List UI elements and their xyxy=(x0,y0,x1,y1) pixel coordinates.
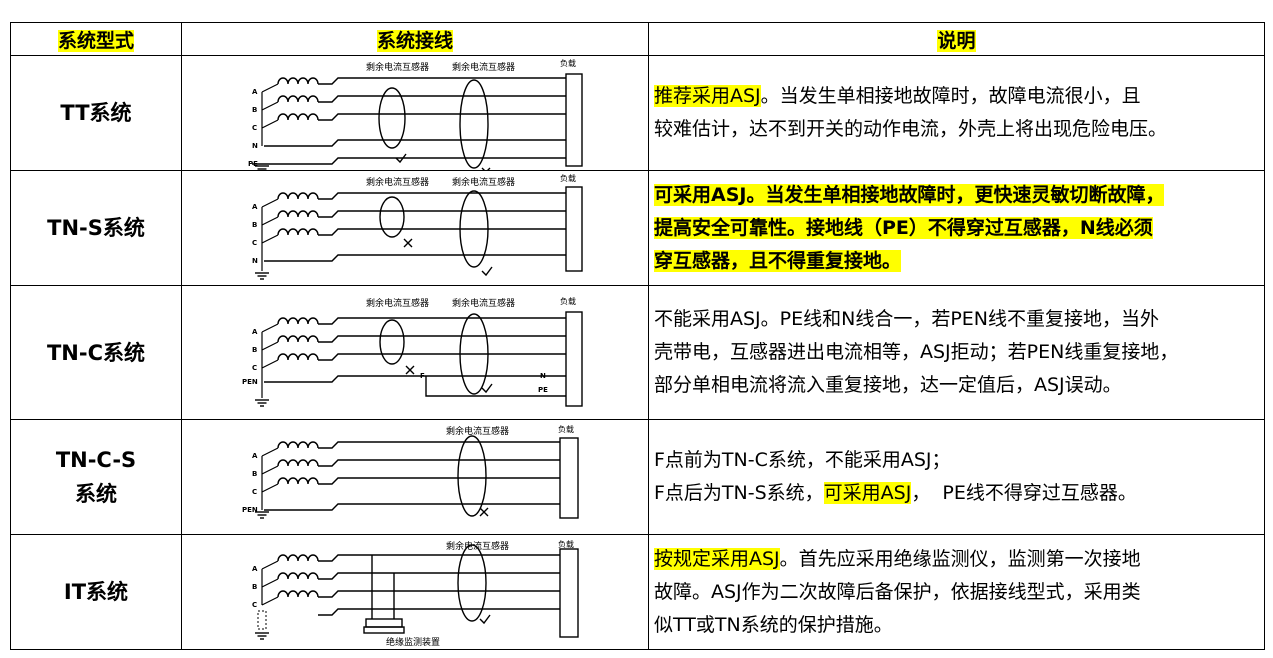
notes-line: 可采用ASJ。当发生单相接地故障时，更快速灵敏切断故障， xyxy=(654,183,1165,206)
svg-text:剩余电流互感器: 剩余电流互感器 xyxy=(452,297,515,309)
svg-text:C: C xyxy=(252,601,257,609)
svg-text:N: N xyxy=(252,257,258,265)
svg-text:A: A xyxy=(252,452,258,460)
svg-text:负载: 负载 xyxy=(560,173,576,183)
svg-text:B: B xyxy=(252,583,257,591)
svg-text:B: B xyxy=(252,221,257,229)
notes-line: 推荐采用ASJ。当发生单相接地故障时，故障电流很小，且 xyxy=(654,85,1141,107)
load-label: 负载 xyxy=(560,58,576,68)
svg-text:C: C xyxy=(252,239,257,247)
notes-it: 按规定采用ASJ。首先应采用绝缘监测仪，监测第一次接地 故障。ASJ作为二次故障… xyxy=(648,534,1265,650)
header-row: 系统型式 系统接线 说明 xyxy=(10,22,1265,56)
svg-text:剩余电流互感器: 剩余电流互感器 xyxy=(366,176,429,188)
notes-line: 按规定采用ASJ。首先应采用绝缘监测仪，监测第一次接地 xyxy=(654,547,1141,570)
system-name-tn-s: TN-S系统 xyxy=(10,170,182,286)
svg-text:B: B xyxy=(252,470,257,478)
notes-line: F点前为TN-C系统，不能采用ASJ； xyxy=(654,449,951,471)
table-row: TN-C-S 系统 剩余电流互感器 负载 A B C PEN xyxy=(10,419,1265,535)
wiring-diagram-it: 剩余电流互感器 负载 绝缘监测装置 A B C xyxy=(181,534,649,650)
rcd-label: 剩余电流互感器 xyxy=(366,61,429,73)
system-name-tn-c: TN-C系统 xyxy=(10,285,182,420)
svg-text:剩余电流互感器: 剩余电流互感器 xyxy=(446,540,509,552)
notes-line: 部分单相电流将流入重复接地，达一定值后，ASJ误动。 xyxy=(654,374,1122,396)
header-notes: 说明 xyxy=(648,22,1265,56)
table-row: IT系统 剩余电流互感器 负载 绝缘监测装置 A B C xyxy=(10,534,1265,650)
notes-line: 穿互感器，且不得重复接地。 xyxy=(654,249,902,272)
svg-text:C: C xyxy=(252,124,257,132)
notes-tn-c-s: F点前为TN-C系统，不能采用ASJ； F点后为TN-S系统，可采用ASJ， P… xyxy=(648,419,1265,535)
notes-tt: 推荐采用ASJ。当发生单相接地故障时，故障电流很小，且 较难估计，达不到开关的动… xyxy=(648,55,1265,171)
source-coils xyxy=(277,77,319,121)
notes-line: 提高安全可靠性。接地线（PE）不得穿过互感器，N线必须 xyxy=(654,216,1153,239)
svg-text:N: N xyxy=(252,142,258,150)
rcd-label: 剩余电流互感器 xyxy=(452,61,515,73)
notes-tn-c: 不能采用ASJ。PE线和N线合一，若PEN线不重复接地，当外 壳带电，互感器进出… xyxy=(648,285,1265,420)
svg-text:负载: 负载 xyxy=(558,539,574,549)
notes-line: 故障。ASJ作为二次故障后备保护，依据接线型式，采用类 xyxy=(654,580,1141,603)
wiring-diagram-tn-c-s: 剩余电流互感器 负载 A B C PEN xyxy=(181,419,649,535)
imd-label: 绝缘监测装置 xyxy=(386,636,440,648)
table-row: TN-S系统 剩余电流互感器 剩余电流互感器 负载 A B C N xyxy=(10,170,1265,286)
system-name-it: IT系统 xyxy=(10,534,182,650)
svg-text:B: B xyxy=(252,106,257,114)
notes-line: 壳带电，互感器进出电流相等，ASJ拒动；若PEN线重复接地， xyxy=(654,341,1179,363)
svg-text:A: A xyxy=(252,565,258,573)
notes-line: F点后为TN-S系统，可采用ASJ， PE线不得穿过互感器。 xyxy=(654,482,1137,504)
system-name-tn-c-s: TN-C-S 系统 xyxy=(10,419,182,535)
earthing-systems-table: 系统型式 系统接线 说明 TT系统 剩余电流互感器 剩余电流互感器 负载 A B … xyxy=(10,22,1265,650)
svg-text:剩余电流互感器: 剩余电流互感器 xyxy=(446,425,509,437)
notes-tn-s: 可采用ASJ。当发生单相接地故障时，更快速灵敏切断故障， 提高安全可靠性。接地线… xyxy=(648,170,1265,286)
notes-line: 似TT或TN系统的保护措施。 xyxy=(654,613,893,636)
svg-text:B: B xyxy=(252,346,257,354)
svg-text:PEN: PEN xyxy=(242,378,258,386)
header-system-type: 系统型式 xyxy=(10,22,182,56)
svg-text:A: A xyxy=(252,88,258,96)
svg-text:A: A xyxy=(252,328,258,336)
wiring-diagram-tn-s: 剩余电流互感器 剩余电流互感器 负载 A B C N xyxy=(181,170,649,286)
notes-line: 不能采用ASJ。PE线和N线合一，若PEN线不重复接地，当外 xyxy=(654,308,1160,330)
svg-text:A: A xyxy=(252,203,258,211)
svg-text:剩余电流互感器: 剩余电流互感器 xyxy=(452,176,515,188)
svg-text:PE: PE xyxy=(538,386,548,394)
notes-line: 较难估计，达不到开关的动作电流，外壳上将出现危险电压。 xyxy=(654,118,1168,140)
svg-text:负载: 负载 xyxy=(558,424,574,434)
system-name-tt: TT系统 xyxy=(10,55,182,171)
svg-text:C: C xyxy=(252,488,257,496)
svg-text:剩余电流互感器: 剩余电流互感器 xyxy=(366,297,429,309)
svg-text:C: C xyxy=(252,364,257,372)
svg-text:PEN: PEN xyxy=(242,506,258,514)
svg-text:负载: 负载 xyxy=(560,296,576,306)
header-wiring: 系统接线 xyxy=(181,22,649,56)
